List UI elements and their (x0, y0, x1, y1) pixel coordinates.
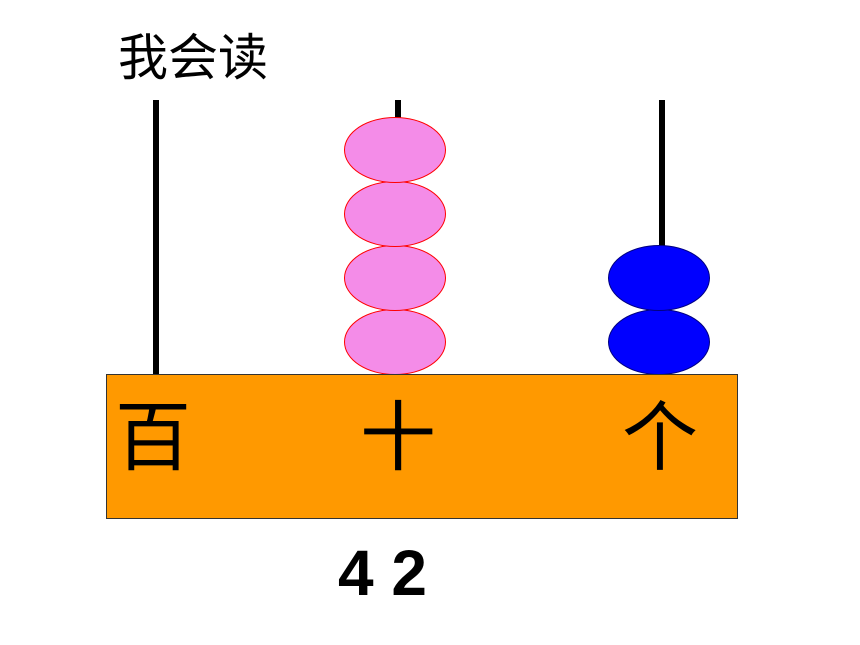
rod-hundreds (153, 100, 159, 378)
title: 我会读 (118, 29, 268, 87)
place-label-ones: 个 (622, 393, 698, 482)
rod-ones (659, 100, 665, 378)
place-label-hundreds: 百 (115, 393, 191, 482)
bead-ones (608, 309, 710, 375)
number-reading: 4 2 (338, 537, 427, 609)
place-label-tens: 十 (360, 393, 436, 482)
bead-tens (344, 245, 446, 311)
bead-tens (344, 309, 446, 375)
bead-tens (344, 117, 446, 183)
bead-ones (608, 245, 710, 311)
abacus-base (106, 374, 738, 519)
bead-tens (344, 181, 446, 247)
